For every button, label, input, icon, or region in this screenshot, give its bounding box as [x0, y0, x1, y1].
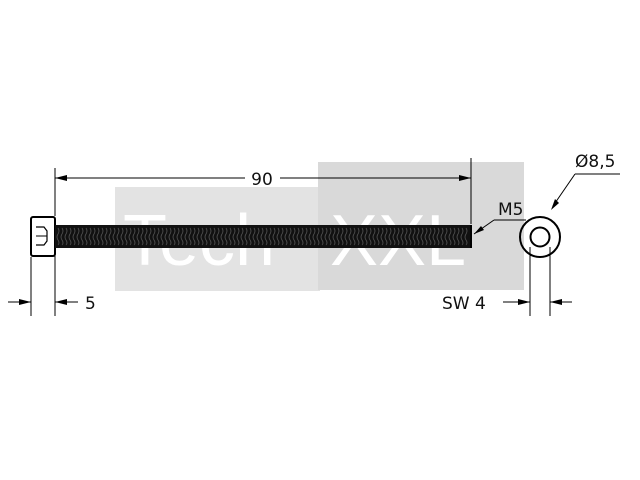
- diameter-callout: Ø8,5: [551, 152, 620, 210]
- wrench-size-dimension: SW 4: [442, 247, 572, 316]
- wrench-size-label: SW 4: [442, 294, 486, 314]
- head-outline-circle: [519, 216, 561, 258]
- thread-callout: M5: [473, 200, 526, 235]
- diameter-label: Ø8,5: [575, 152, 615, 172]
- head-height-dimension: 5: [8, 249, 96, 316]
- screw-end-view: [519, 216, 561, 258]
- arrow-right: [459, 175, 471, 181]
- length-label: 90: [251, 170, 273, 190]
- arrow-left: [55, 175, 67, 181]
- socket-circle: [529, 226, 551, 248]
- thread-label: M5: [498, 200, 523, 220]
- head-height-label: 5: [85, 294, 96, 314]
- length-dimension: 90: [54, 158, 472, 224]
- thread-pattern: [56, 227, 468, 246]
- screw-side-view: [30, 216, 472, 257]
